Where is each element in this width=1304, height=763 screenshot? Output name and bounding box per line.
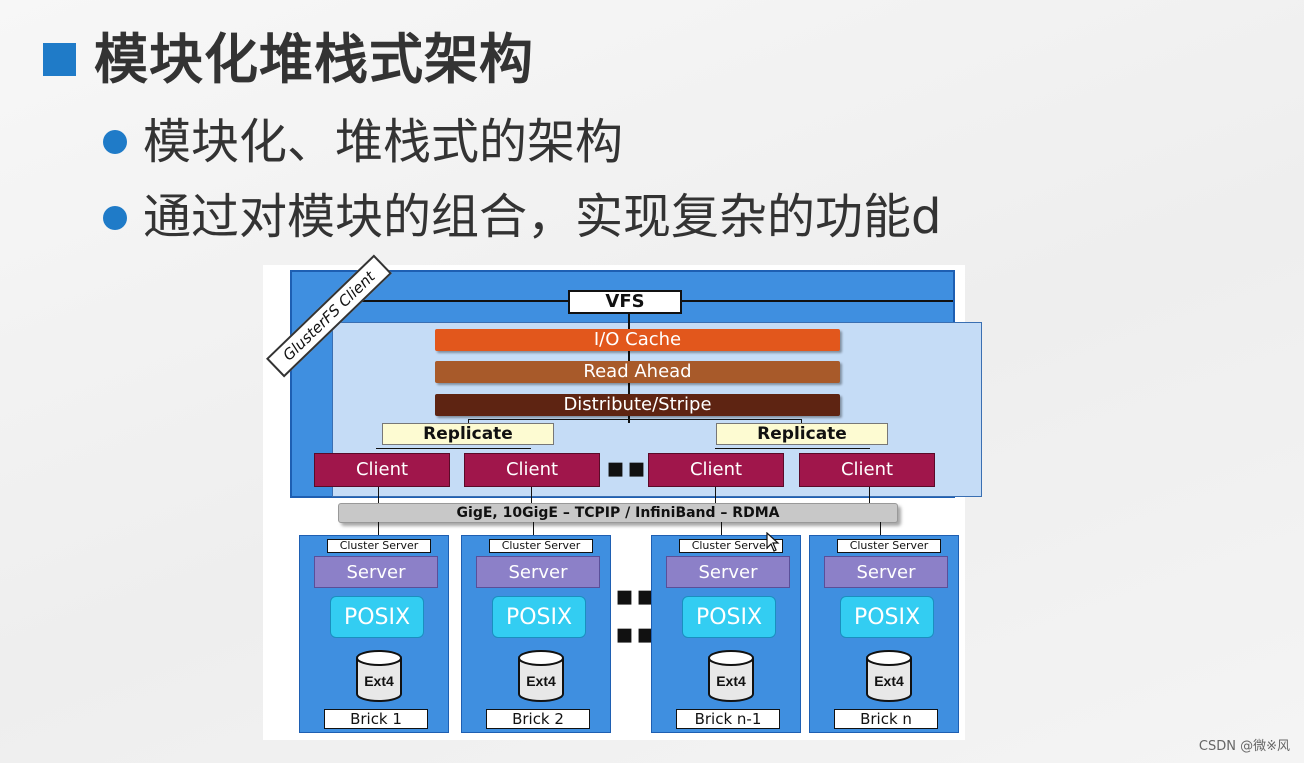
ext4-disk-icon: Ext4 — [866, 650, 912, 702]
posix-box: POSIX — [840, 596, 934, 638]
bullet-dot — [103, 130, 127, 154]
connector-line — [468, 419, 801, 420]
ext4-disk-icon: Ext4 — [518, 650, 564, 702]
connector-line — [378, 487, 379, 507]
client-box-1: Client — [314, 453, 450, 487]
brick-label: Brick 2 — [486, 709, 590, 729]
cluster-server-label: Cluster Server — [327, 539, 431, 553]
replicate-box-1: Replicate — [382, 423, 554, 445]
connector-line — [869, 487, 870, 507]
server-box: Server — [314, 556, 438, 588]
connector-line — [715, 448, 870, 449]
glusterfs-architecture-diagram: VFS I/O Cache Read Ahead Distribute/Stri… — [263, 254, 982, 740]
client-box-3: Client — [648, 453, 784, 487]
server-box: Server — [476, 556, 600, 588]
posix-box: POSIX — [330, 596, 424, 638]
title-bullet — [43, 43, 76, 76]
slide-title: 模块化堆栈式架构 — [94, 28, 534, 91]
ext4-disk-icon: Ext4 — [356, 650, 402, 702]
brick-label: Brick 1 — [324, 709, 428, 729]
ext4-label: Ext4 — [716, 673, 746, 689]
server-column-3: Cluster Server Server POSIX Ext4 Brick n… — [651, 535, 801, 733]
cluster-server-label: Cluster Server — [489, 539, 593, 553]
io-cache-layer: I/O Cache — [435, 329, 840, 351]
cluster-server-label: Cluster Server — [837, 539, 941, 553]
posix-box: POSIX — [682, 596, 776, 638]
server-column-1: Cluster Server Server POSIX Ext4 Brick 1 — [299, 535, 449, 733]
bullet-point-2: 通过对模块的组合，实现复杂的功能d — [143, 189, 942, 245]
brick-label: Brick n — [834, 709, 938, 729]
client-box-4: Client — [799, 453, 935, 487]
bullet-dot — [103, 206, 127, 230]
ext4-disk-icon: Ext4 — [708, 650, 754, 702]
ext4-label: Ext4 — [364, 673, 394, 689]
ext4-label: Ext4 — [526, 673, 556, 689]
connector-line — [378, 522, 379, 537]
distribute-stripe-layer: Distribute/Stripe — [435, 394, 840, 416]
watermark: CSDN @微※风 — [1198, 739, 1290, 754]
bullet-point-1: 模块化、堆栈式的架构 — [143, 114, 624, 170]
server-box: Server — [666, 556, 790, 588]
connector-line — [715, 487, 716, 507]
cluster-server-label: Cluster Server — [679, 539, 783, 553]
connector-line — [376, 448, 531, 449]
connector-line — [801, 419, 802, 424]
server-column-4: Cluster Server Server POSIX Ext4 Brick n — [809, 535, 959, 733]
connector-line — [880, 522, 881, 537]
network-bar: GigE, 10GigE – TCPIP / InfiniBand – RDMA — [338, 503, 898, 523]
connector-line — [468, 419, 469, 424]
connector-line — [533, 522, 534, 537]
posix-box: POSIX — [492, 596, 586, 638]
ext4-label: Ext4 — [874, 673, 904, 689]
brick-label: Brick n-1 — [676, 709, 780, 729]
replicate-box-2: Replicate — [716, 423, 888, 445]
read-ahead-layer: Read Ahead — [435, 361, 840, 383]
connector-line — [531, 487, 532, 507]
connector-line — [721, 522, 722, 537]
client-box-2: Client — [464, 453, 600, 487]
server-box: Server — [824, 556, 948, 588]
mouse-cursor-icon — [766, 532, 780, 552]
vfs-box: VFS — [568, 290, 682, 314]
server-column-2: Cluster Server Server POSIX Ext4 Brick 2 — [461, 535, 611, 733]
